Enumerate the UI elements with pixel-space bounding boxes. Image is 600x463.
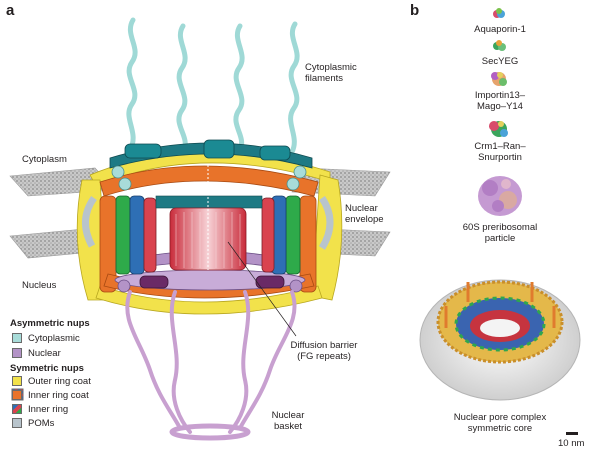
fg-repeats-barrier <box>169 165 247 271</box>
label-secyeg: SecYEG <box>481 56 519 67</box>
scale-bar <box>566 432 578 435</box>
label-nuclear-envelope: Nuclear envelope <box>345 203 384 225</box>
legend-nuclear-swatch <box>12 348 22 358</box>
label-crm1-line2: Snurportin <box>478 152 522 163</box>
label-npc-core: Nuclear pore complex symmetric core <box>430 412 570 434</box>
label-npc-core-line2: symmetric core <box>467 423 533 434</box>
legend-symmetric-title: Symmetric nups <box>10 363 84 374</box>
secyeg-icon <box>493 40 506 51</box>
label-npc-core-line1: Nuclear pore complex <box>453 412 547 423</box>
inner-ring <box>115 195 301 275</box>
poms <box>82 195 334 250</box>
label-cytoplasmic-filaments-line1: Cytoplasmic <box>305 62 357 73</box>
legend-inner-ring-coat-swatch <box>12 390 22 400</box>
label-cytoplasm: Cytoplasm <box>22 154 67 165</box>
label-nuclear-basket-line1: Nuclear <box>271 410 305 421</box>
basket-ring <box>169 423 251 441</box>
importin-icon <box>491 72 507 86</box>
ribosome-icon <box>478 176 522 216</box>
legend-asymmetric-title: Asymmetric nups <box>10 318 90 329</box>
nuclear-basket-base <box>117 275 303 293</box>
label-crm1: Crm1–Ran– Snurportin <box>450 141 550 163</box>
panel-a-letter: a <box>6 2 15 19</box>
label-nucleus: Nucleus <box>22 280 57 291</box>
label-cytoplasmic-filaments: Cytoplasmic filaments <box>305 62 357 84</box>
label-diffusion-barrier-line1: Diffusion barrier <box>290 340 358 351</box>
label-importin13: Importin13– Mago–Y14 <box>450 90 550 112</box>
legend-inner-ring-label: Inner ring <box>28 404 69 415</box>
label-nuclear-basket: Nuclear basket <box>258 410 318 432</box>
label-60s-particle-line1: 60S preribosomal <box>462 222 538 233</box>
label-diffusion-barrier-line2: (FG repeats) <box>297 351 351 362</box>
scale-bar-label: 10 nm <box>558 438 585 449</box>
label-nuclear-envelope-line2: envelope <box>345 214 384 225</box>
label-crm1-line1: Crm1–Ran– <box>474 141 526 152</box>
molecule-icons <box>478 8 522 216</box>
npc-core-render <box>419 279 581 401</box>
crm1-icon <box>489 121 508 137</box>
label-importin13-line1: Importin13– <box>474 90 526 101</box>
label-diffusion-barrier: Diffusion barrier (FG repeats) <box>274 340 374 362</box>
legend-inner-ring-swatch-box <box>12 404 22 414</box>
legend-cytoplasmic-swatch <box>12 333 22 343</box>
legend-outer-ring-coat-swatch <box>12 376 22 386</box>
label-cytoplasmic-filaments-line2: filaments <box>305 73 344 84</box>
legend-inner-ring-coat-label: Inner ring coat <box>28 390 89 401</box>
legend-outer-ring-coat-label: Outer ring coat <box>28 376 91 387</box>
aquaporin-icon <box>493 8 505 18</box>
legend-poms-label: POMs <box>28 418 55 429</box>
cytoplasmic-ring <box>109 139 313 191</box>
cytoplasmic-filaments <box>126 17 300 155</box>
label-aquaporin: Aquaporin-1 <box>474 24 526 35</box>
leader-lines <box>227 241 297 337</box>
panel-b-letter: b <box>410 2 420 19</box>
legend-poms-swatch <box>12 418 22 428</box>
nuclear-basket-filaments <box>125 290 297 434</box>
legend-cytoplasmic-label: Cytoplasmic <box>28 333 80 344</box>
label-60s-particle: 60S preribosomal particle <box>440 222 560 244</box>
label-60s-particle-line2: particle <box>484 233 516 244</box>
label-nuclear-basket-line2: basket <box>274 421 302 432</box>
label-nuclear-envelope-line1: Nuclear <box>345 203 378 214</box>
legend-nuclear-label: Nuclear <box>28 348 61 359</box>
label-importin13-line2: Mago–Y14 <box>477 101 523 112</box>
